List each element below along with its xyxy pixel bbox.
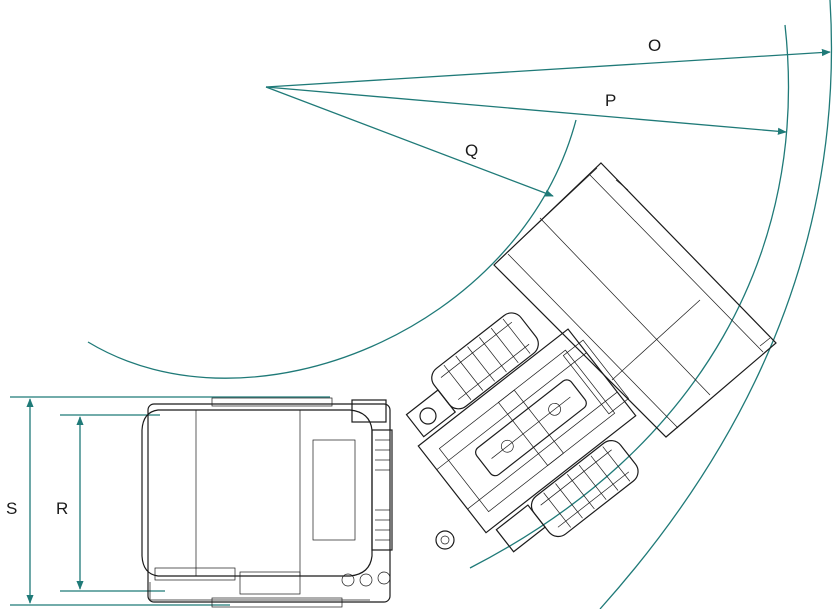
middle-arc: [469, 24, 790, 569]
label-p: P: [605, 91, 616, 110]
articulation-joint: [419, 407, 455, 550]
inner-arc: [87, 119, 577, 379]
turning-arcs: [87, 0, 833, 609]
radius-line-q: [265, 86, 554, 197]
radius-leaders: [265, 48, 831, 197]
label-q: Q: [465, 141, 478, 160]
bucket: [493, 162, 777, 438]
front-tyre-lower: [530, 440, 639, 538]
cab-roof: [141, 409, 373, 577]
front-frame: [405, 312, 639, 553]
rear-chassis: [141, 397, 393, 608]
rear-detail-bottom: [154, 567, 391, 595]
width-dimensions: [10, 396, 330, 606]
outer-arc: [599, 0, 833, 609]
label-r: R: [56, 499, 68, 518]
grille: [371, 429, 393, 551]
radius-line-p: [265, 86, 787, 135]
label-o: O: [648, 36, 661, 55]
radius-line-o: [265, 48, 831, 88]
label-s: S: [6, 499, 17, 518]
